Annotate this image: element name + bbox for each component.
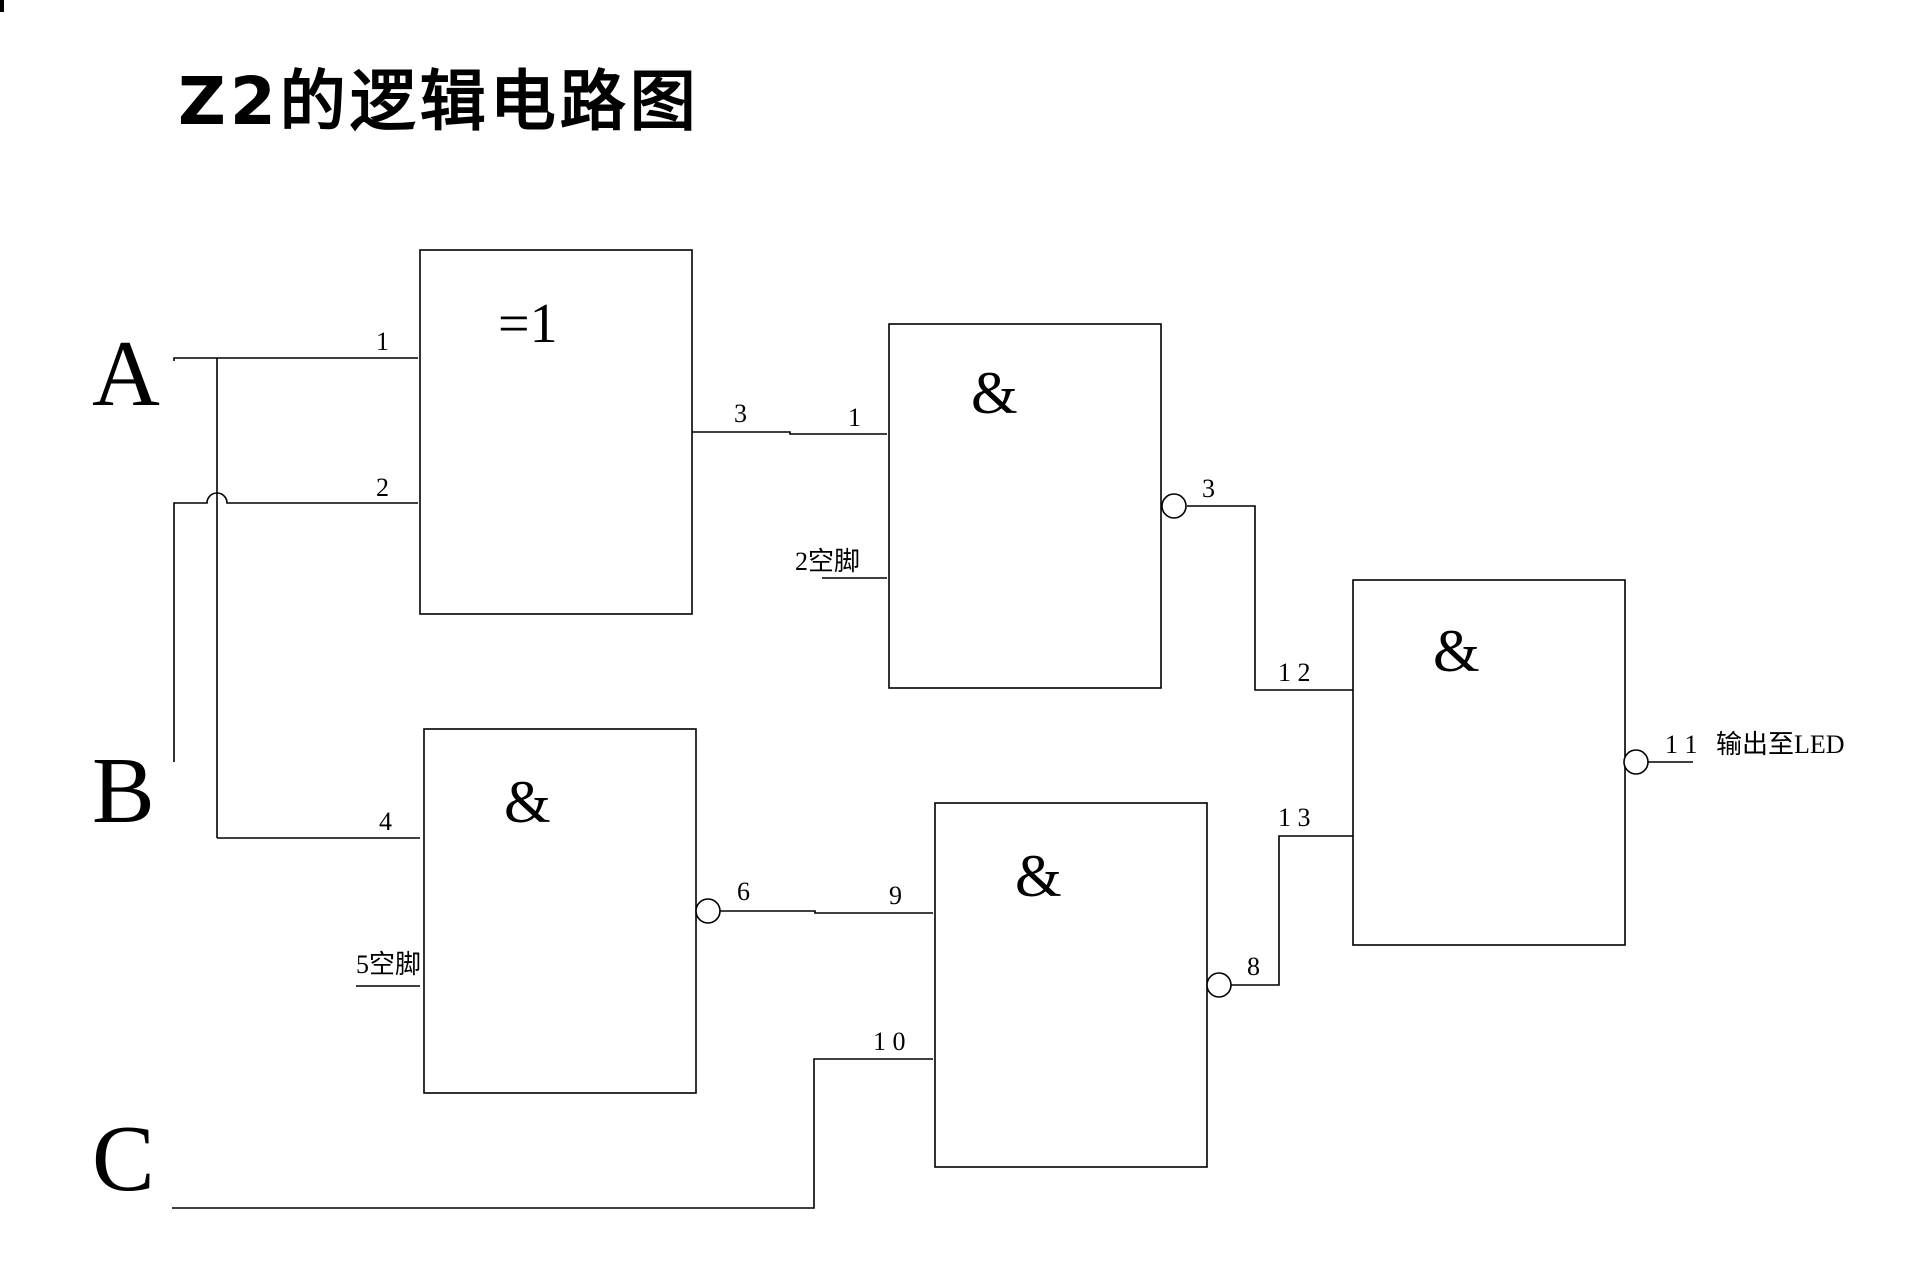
nand-gate-final — [1352, 579, 1626, 946]
pin-label-nand-mid-in1: 4 — [379, 807, 392, 836]
inverter-bubble-bottom — [1206, 972, 1232, 998]
pin-label-xor-out: 3 — [734, 399, 747, 428]
nand-gate-bottom-symbol: & — [1015, 843, 1062, 909]
wire-b-to-xor-pin2-with-crossover — [173, 492, 418, 762]
pin-label-nand-top-out: 3 — [1202, 474, 1215, 503]
pin-label-nand-bottom-in1: 9 — [889, 881, 902, 910]
xor-gate — [419, 249, 693, 615]
pin-label-nand-top-in1: 1 — [848, 403, 861, 432]
pin-label-final-in2: 1 3 — [1278, 803, 1311, 832]
nand-gate-mid — [423, 728, 697, 1094]
page-title: Z2的逻辑电路图 — [178, 63, 700, 140]
pin-label-final-in1: 1 2 — [1278, 658, 1311, 687]
inverter-bubble-final — [1623, 749, 1649, 775]
nand-gate-final-symbol: & — [1433, 618, 1480, 684]
input-label-c: C — [92, 1107, 155, 1211]
inverter-bubble-mid — [695, 898, 721, 924]
wire-c-to-nand-bottom-pin10 — [172, 1058, 933, 1209]
pin-label-xor-in1: 1 — [376, 327, 389, 356]
corner-mark — [0, 0, 4, 12]
output-label: 输出至LED — [1716, 730, 1845, 759]
inverter-bubble-top — [1161, 493, 1187, 519]
pin-label-nand-mid-in2: 5空脚 — [356, 950, 421, 979]
wire-xor-out-to-nand-top — [692, 431, 887, 435]
input-label-a: A — [92, 322, 160, 426]
nand-gate-bottom — [934, 802, 1208, 1168]
wire-nand-bottom-out-to-final — [1230, 835, 1353, 986]
pin-label-nand-bottom-out: 8 — [1247, 952, 1260, 981]
pin-label-nand-bottom-in2: 1 0 — [873, 1027, 906, 1056]
wire-a-to-xor-pin1 — [173, 357, 418, 361]
wire-nand-top-out-to-final — [1187, 505, 1353, 691]
wire-nand-mid-out-to-bottom — [720, 910, 933, 914]
pin-label-final-out: 1 1 — [1665, 730, 1698, 759]
input-label-b: B — [92, 739, 155, 843]
nand-gate-mid-symbol: & — [504, 769, 551, 835]
pin-label-xor-in2: 2 — [376, 473, 389, 502]
xor-gate-symbol: =1 — [498, 293, 558, 355]
pin-label-nand-top-in2: 2空脚 — [795, 547, 860, 576]
nand-gate-top-symbol: & — [971, 360, 1018, 426]
nand-gate-top — [888, 323, 1162, 689]
pin-label-nand-mid-out: 6 — [737, 877, 750, 906]
